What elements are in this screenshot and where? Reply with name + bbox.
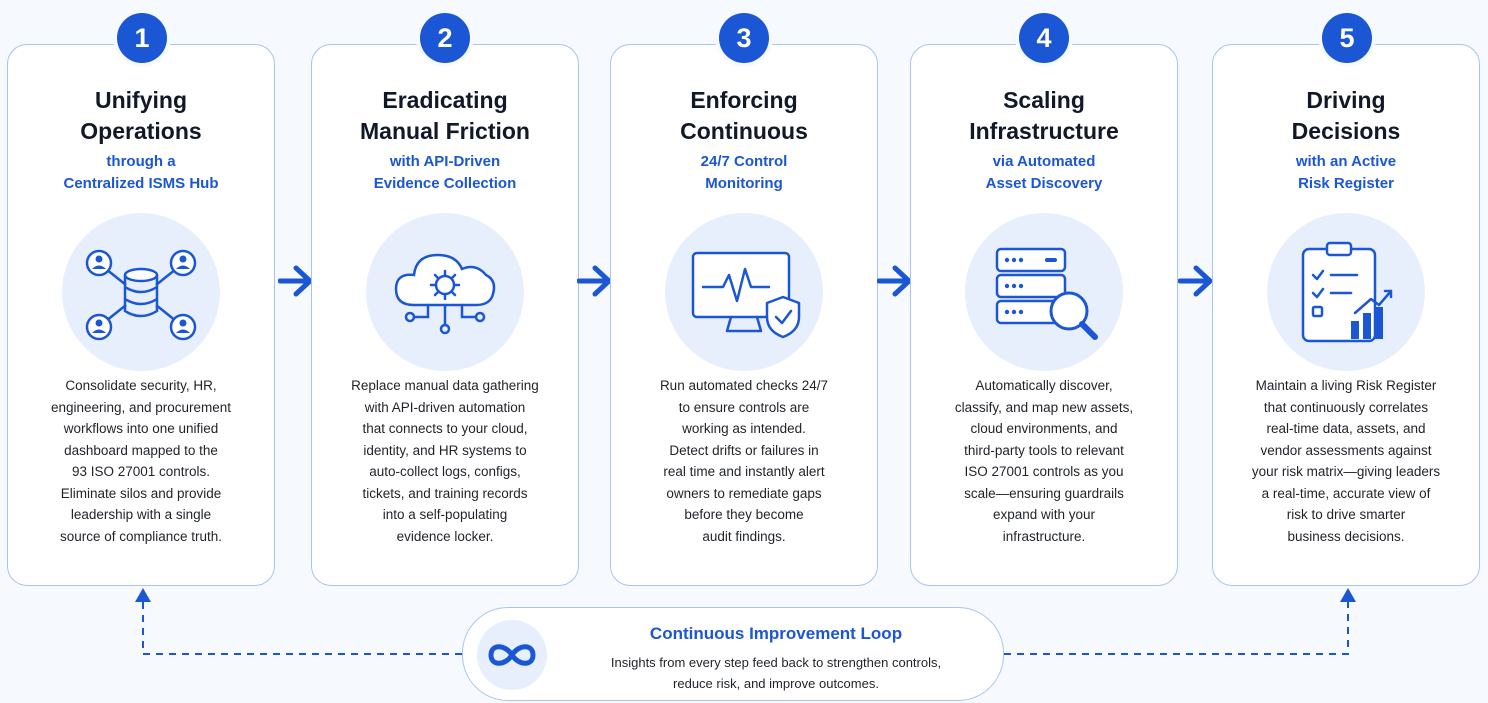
step-description: Run automated checks 24/7 to ensure cont… [659, 378, 829, 544]
step-description: Replace manual data gathering with API-d… [351, 378, 539, 544]
step-number-badge-4: 4 [1019, 13, 1069, 63]
clipboard-chart-icon [1267, 213, 1425, 371]
step-title: Driving Decisions [1291, 87, 1401, 144]
step-subtitle: with an Active Risk Register [1295, 153, 1397, 192]
step-number-badge-1: 1 [117, 13, 167, 63]
database-users-icon [62, 213, 220, 371]
loop-description: Insights from every step feed back to st… [610, 655, 942, 691]
step-subtitle: via Automated Asset Discovery [985, 153, 1103, 192]
server-search-icon [965, 213, 1123, 371]
step-title: Unifying Operations [80, 87, 202, 144]
infinity-icon [477, 620, 547, 690]
arrow-right-icon [877, 265, 912, 297]
step-description: Automatically discover, classify, and ma… [954, 378, 1134, 544]
step-title: Scaling Infrastructure [969, 87, 1119, 144]
continuous-improvement-loop: Continuous Improvement Loop Insights fro… [462, 607, 1004, 701]
arrow-right-icon [1178, 265, 1213, 297]
loop-title: Continuous Improvement Loop [649, 624, 903, 643]
step-card-1: Unifying Operations through a Centralize… [7, 44, 275, 586]
step-number-badge-2: 2 [420, 13, 470, 63]
step-card-4: Scaling Infrastructure via Automated Ass… [910, 44, 1178, 586]
step-number-badge-3: 3 [719, 13, 769, 63]
monitor-shield-icon [665, 213, 823, 371]
step-card-3: Enforcing Continuous 24/7 Control Monito… [610, 44, 878, 586]
cloud-gear-icon [366, 213, 524, 371]
arrow-right-icon [278, 265, 313, 297]
step-card-5: Driving Decisions with an Active Risk Re… [1212, 44, 1480, 586]
step-title: Eradicating Manual Friction [360, 87, 530, 144]
step-number-badge-5: 5 [1322, 13, 1372, 63]
step-card-2: Eradicating Manual Friction with API-Dri… [311, 44, 579, 586]
step-description: Maintain a living Risk Register that con… [1251, 378, 1441, 544]
step-description: Consolidate security, HR, engineering, a… [50, 378, 232, 544]
step-subtitle: 24/7 Control Monitoring [700, 153, 788, 192]
arrow-right-icon [577, 265, 612, 297]
step-title: Enforcing Continuous [680, 87, 808, 144]
step-subtitle: through a Centralized ISMS Hub [63, 153, 219, 192]
step-subtitle: with API-Driven Evidence Collection [373, 153, 517, 192]
